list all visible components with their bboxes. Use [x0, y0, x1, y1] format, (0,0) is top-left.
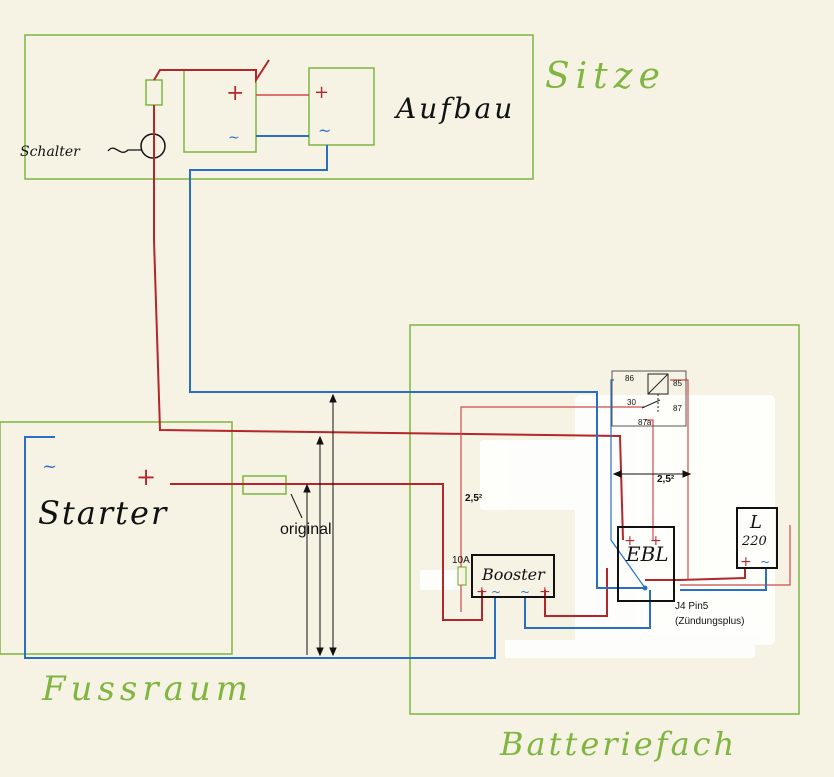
relay-pin-87a: 87a: [638, 418, 652, 427]
relay-pin-87: 87: [673, 404, 682, 413]
zuendungsplus-label: (Zündungsplus): [675, 616, 744, 627]
schalter-label: Schalter: [20, 144, 81, 160]
cross-section-left-label: 2,5²: [465, 493, 483, 504]
starter-label: Starter: [38, 494, 168, 532]
ebl-connection-dot: [642, 585, 648, 591]
cross-section-right-label: 2,5²: [657, 474, 675, 485]
zone-batteriefach-box: [409, 324, 800, 715]
zone-fussraum-box: [0, 421, 233, 655]
booster-label: Booster: [481, 565, 546, 584]
original-label: original: [280, 521, 332, 538]
terminal-plus-booster-left: +: [476, 584, 488, 600]
relay-pin-85: 85: [673, 379, 682, 388]
terminal-minus-booster-left: ~: [491, 585, 501, 599]
terminal-plus-aufbau-right: +: [314, 82, 329, 103]
lader-sub-label: 220: [741, 534, 767, 549]
background-photo-ghost: [420, 395, 775, 658]
negative-wires: [24, 135, 767, 659]
fuse-10a-label: 10A: [452, 555, 470, 566]
sitze-fuse: [145, 79, 163, 106]
relay: [611, 370, 687, 427]
aufbau-box-left: [183, 69, 257, 153]
booster-fuse: [457, 566, 467, 586]
terminal-plus-lader: +: [740, 554, 752, 570]
ebl-label: EBL: [625, 542, 669, 566]
relay-wires-red: [460, 379, 791, 612]
terminal-plus-booster-right: +: [539, 584, 551, 600]
zone-sitze-box: [24, 34, 534, 180]
terminal-plus-aufbau-left: +: [226, 81, 244, 106]
ebl-box: [617, 526, 675, 602]
terminal-minus-booster-right: ~: [520, 585, 530, 599]
terminal-minus-aufbau-left: ~: [228, 130, 240, 146]
terminal-minus-aufbau-right: ~: [318, 121, 331, 140]
zone-title-sitze: Sitze: [545, 56, 666, 97]
zone-title-fussraum: Fussraum: [41, 669, 253, 709]
booster-box: [471, 554, 555, 598]
terminal-plus-starter: +: [136, 463, 156, 491]
schalter-tail: [107, 147, 141, 153]
relay-pin-86: 86: [625, 374, 634, 383]
lader-box: [736, 507, 778, 569]
j4-pin5-label: J4 Pin5: [675, 601, 709, 612]
zone-title-batteriefach: Batteriefach: [499, 725, 737, 763]
aufbau-box-right: [308, 67, 375, 146]
measurement-arrows: [290, 393, 692, 657]
terminal-plus-ebl-left: +: [624, 533, 636, 549]
aufbau-label: Aufbau: [393, 92, 515, 125]
terminal-plus-ebl-right: +: [650, 533, 662, 549]
relay-pin-30: 30: [627, 398, 636, 407]
terminal-minus-lader: ~: [760, 555, 770, 569]
terminal-minus-starter: ~: [42, 456, 57, 477]
lader-label: L: [749, 512, 762, 533]
